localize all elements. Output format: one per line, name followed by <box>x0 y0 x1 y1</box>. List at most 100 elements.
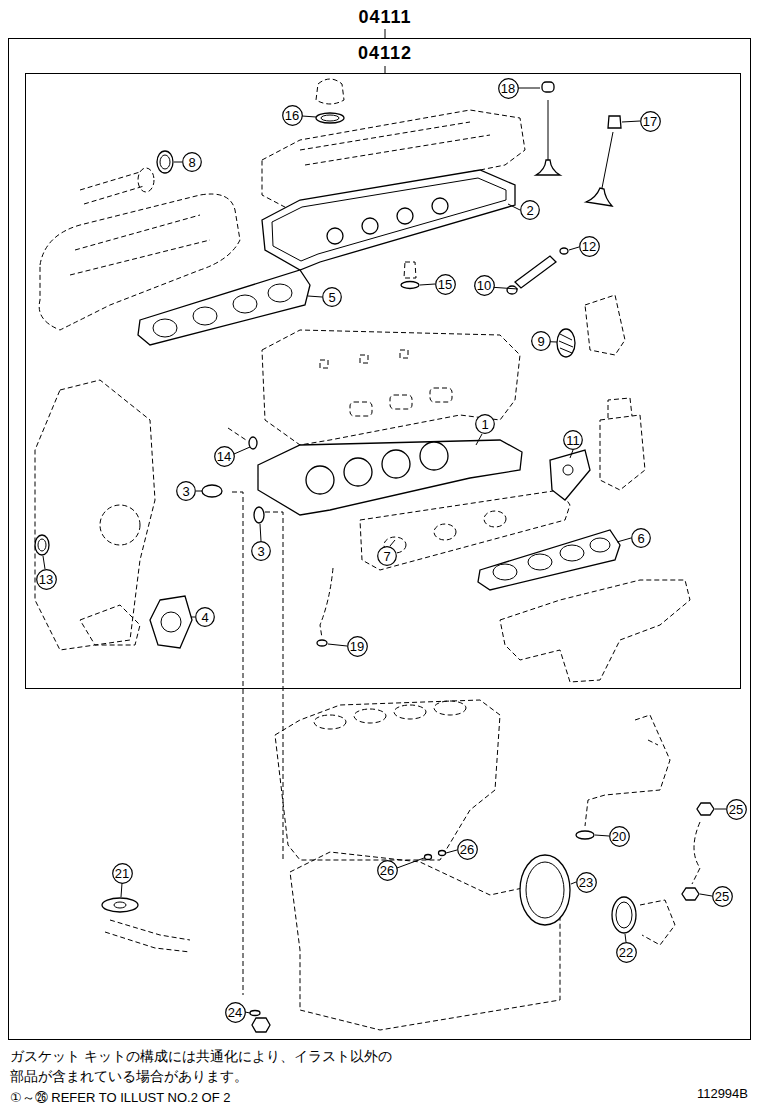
callout-ring-outline <box>183 153 202 172</box>
kit-group-box: 18161782121510591111436371341904112 <box>25 73 741 689</box>
gasket-and-seal-parts-shape <box>608 116 621 128</box>
callout-number: 23 <box>579 876 593 889</box>
gasket-and-seal-parts-shape <box>327 228 343 244</box>
kit-part-number: 04111 <box>358 7 411 27</box>
callout-number: 26 <box>380 864 394 877</box>
callout-ring-outline <box>564 431 583 450</box>
callout-ring-outline <box>282 105 302 125</box>
gasket-and-seal-parts-shape <box>401 282 419 289</box>
dashed-engine-parts-shape <box>692 822 700 884</box>
callout-number: 4 <box>201 611 208 624</box>
gasket-and-seal-parts-shape <box>35 535 49 555</box>
callout-circle: 25 <box>726 799 747 820</box>
leader-lines-shape <box>617 538 631 542</box>
dashed-engine-parts-shape <box>262 330 520 445</box>
dashed-engine-parts-shape <box>100 505 140 545</box>
leader-lines-shape <box>245 1012 250 1013</box>
dashed-engine-parts-shape <box>350 402 372 416</box>
callout-number: 15 <box>438 278 452 291</box>
callout-circle: 19 <box>347 636 368 657</box>
dashed-engine-parts-shape <box>434 524 456 540</box>
dashed-engine-parts-shape <box>640 900 675 945</box>
gasket-and-seal-parts-shape <box>515 256 556 288</box>
callout-ring-outline <box>196 608 215 627</box>
kit-bracket-lines-shape <box>385 66 386 73</box>
gasket-and-seal-parts-shape <box>602 132 613 188</box>
callout-ring-outline <box>214 446 234 466</box>
callout-circle: 12 <box>579 236 600 257</box>
dashed-engine-parts-shape <box>105 920 190 952</box>
callout-ring-outline <box>177 482 196 501</box>
callout-ring-outline <box>609 826 629 846</box>
gasket-and-seal-parts-shape <box>153 319 177 337</box>
leader-lines-shape <box>508 204 520 210</box>
callout-ring-outline <box>521 201 540 220</box>
callout-ring-outline <box>476 415 495 434</box>
callout-circle: 20 <box>609 826 630 847</box>
leader-lines-shape <box>196 491 202 492</box>
leader-lines-shape <box>518 88 540 89</box>
leader-lines-shape <box>234 447 250 454</box>
dashed-engine-parts-shape <box>80 605 140 645</box>
gasket-and-seal-parts-shape <box>439 851 446 856</box>
callout-circle: 26 <box>457 839 478 860</box>
callout-circle: 10 <box>474 275 495 296</box>
leader-lines-shape <box>625 934 626 942</box>
callout-circle: 9 <box>531 331 551 351</box>
gasket-and-seal-parts-shape <box>542 82 554 92</box>
callout-circle: 24 <box>225 1002 246 1023</box>
gasket-and-seal-parts-shape <box>272 178 506 261</box>
callout-number: 14 <box>217 450 231 463</box>
leader-lines-shape <box>571 882 576 884</box>
callout-ring-outline <box>712 886 732 906</box>
callout-circle: 4 <box>195 607 215 627</box>
dashed-engine-parts-shape <box>500 580 690 682</box>
leader-lines-shape <box>191 617 195 618</box>
gasket-and-seal-parts-shape <box>550 450 590 500</box>
dashed-engine-parts-shape <box>35 380 155 650</box>
dashed-engine-parts-shape <box>320 360 328 368</box>
dashed-engine-parts-shape <box>228 428 246 440</box>
gasket-and-seal-parts-shape <box>233 295 257 313</box>
gasket-and-seal-parts-shape <box>321 115 339 121</box>
gasket-and-seal-parts-shape <box>559 334 573 353</box>
gasket-and-seal-parts-shape <box>102 898 138 912</box>
callout-circle: 18 <box>498 78 519 99</box>
gasket-and-seal-parts-shape <box>493 564 517 580</box>
callout-circle: 11 <box>563 430 583 450</box>
dashed-engine-parts-shape <box>290 852 560 1030</box>
callout-circle: 17 <box>640 111 661 132</box>
callout-circle: 8 <box>182 152 202 172</box>
callout-ring-outline <box>474 275 494 295</box>
leader-lines-shape <box>260 524 261 541</box>
dashed-engine-parts-shape <box>265 512 283 860</box>
callout-number: 21 <box>115 867 129 880</box>
callout-number: 25 <box>729 803 743 816</box>
dashed-engine-parts-shape <box>600 398 645 490</box>
callout-circle: 7 <box>377 546 397 566</box>
callout-number: 20 <box>612 830 626 843</box>
gasket-and-seal-parts-shape <box>114 902 126 908</box>
leader-lines-shape <box>570 450 573 458</box>
callout-number: 6 <box>637 532 644 545</box>
gasket-and-seal-parts-shape <box>616 902 632 928</box>
leader-lines-shape <box>121 883 122 897</box>
dashed-engine-parts-shape <box>70 215 210 275</box>
callout-number: 13 <box>39 573 53 586</box>
leader-lines-shape <box>174 162 182 163</box>
callout-ring-outline <box>457 839 477 859</box>
callout-circle: 6 <box>631 528 651 548</box>
callout-number: 8 <box>188 156 195 169</box>
gasket-and-seal-parts-shape <box>536 160 560 175</box>
kit-part-number: 04112 <box>358 43 412 63</box>
callout-circle: 1 <box>475 414 495 434</box>
gasket-and-seal-parts-shape <box>548 100 549 160</box>
dashed-engine-parts-shape <box>585 715 670 826</box>
callout-ring-outline <box>616 942 636 962</box>
leader-lines-shape <box>308 296 322 297</box>
dashed-engine-parts-shape <box>430 388 452 402</box>
gasket-and-seal-parts-shape <box>362 218 378 234</box>
callout-ring-outline <box>435 274 455 294</box>
gasket-and-seal-parts-shape <box>38 539 46 551</box>
gasket-and-seal-parts-shape <box>306 466 334 494</box>
